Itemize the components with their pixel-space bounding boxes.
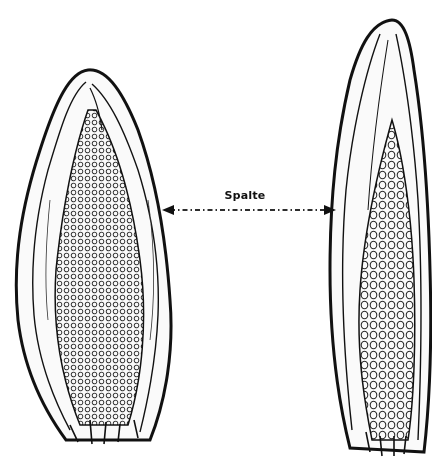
left-grain [16, 70, 171, 444]
spalte-arrow [162, 205, 336, 215]
spalte-label: Spalte [210, 189, 280, 202]
arrowhead-left [162, 205, 174, 215]
right-grain [330, 20, 431, 456]
